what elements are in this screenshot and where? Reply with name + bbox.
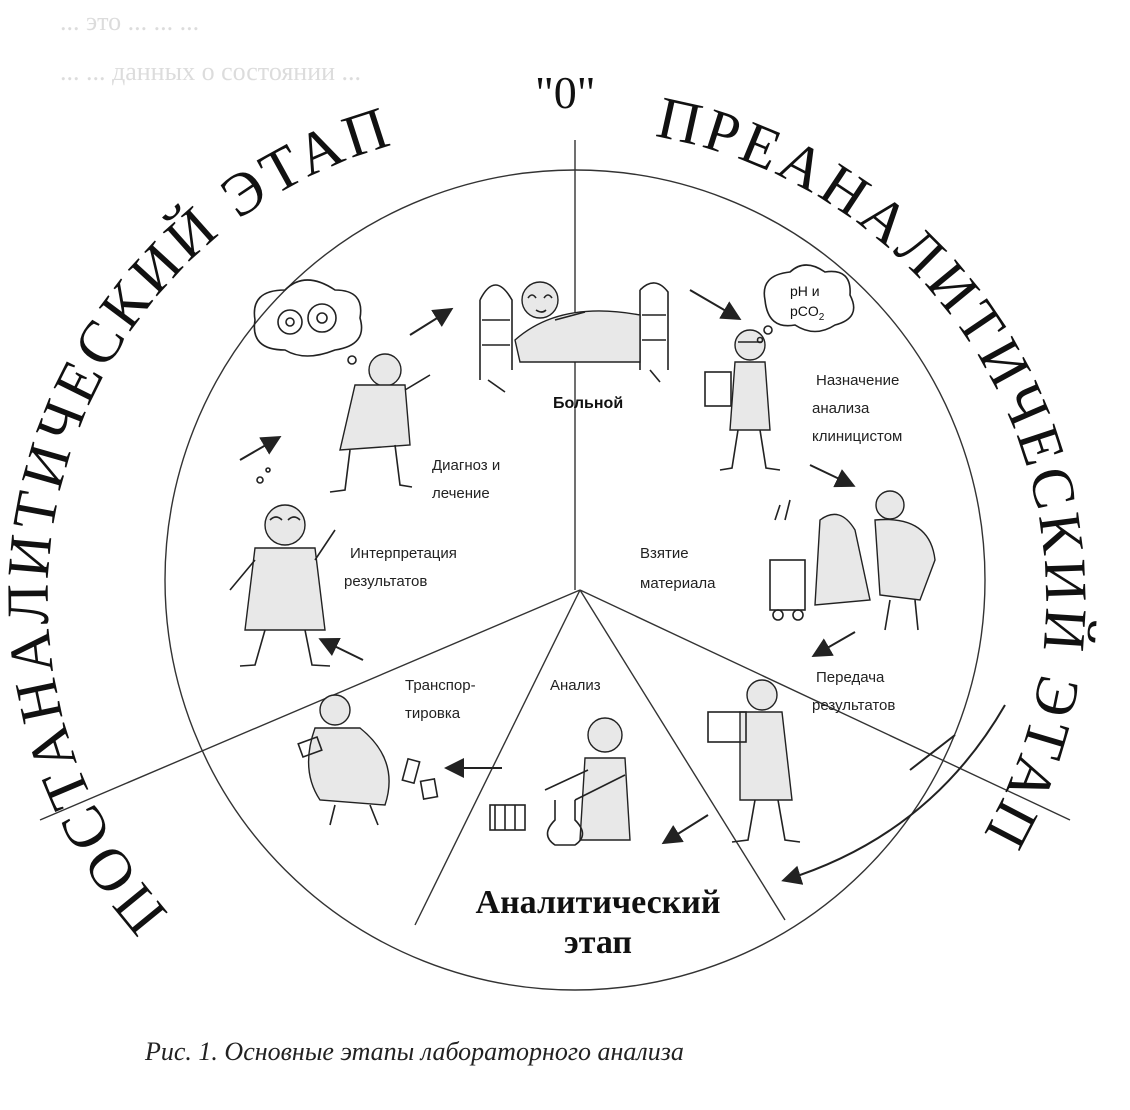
transport-illustration bbox=[297, 694, 439, 826]
arrow-to-interpretation bbox=[318, 638, 364, 661]
arrow-to-diagnosis bbox=[239, 435, 282, 461]
arrow-to-sampling bbox=[809, 464, 856, 488]
interpretation-illustration bbox=[229, 467, 336, 667]
result-transfer-illustration bbox=[707, 679, 801, 843]
clinician-illustration bbox=[704, 329, 781, 471]
analytic-left-divider bbox=[414, 589, 581, 926]
transfer-label-line2: результатов bbox=[812, 697, 895, 714]
bubble-ph-text: pH и bbox=[790, 283, 820, 299]
analytic-stage-title-line2: этап bbox=[564, 924, 632, 961]
arrow-to-patient bbox=[409, 307, 454, 336]
arrow-preanalytic-to-analytic bbox=[781, 704, 1006, 885]
bleed-through-text: ... это ... ... ... ... ... данных о сос… bbox=[60, 7, 361, 86]
diagnosis-label-line2: лечение bbox=[432, 485, 490, 502]
analytic-right-divider bbox=[579, 589, 786, 921]
transport-label-line2: тировка bbox=[405, 705, 461, 722]
postanalytic-stage-label: ПОСТАНАЛИТИЧЕСКИЙ ЭТАП bbox=[0, 93, 400, 947]
arrow-stem-right bbox=[909, 734, 956, 771]
ghost-line-2: ... ... данных о состоянии ... bbox=[60, 57, 361, 86]
prescription-label-line2: анализа bbox=[812, 400, 870, 417]
sampling-illustration bbox=[769, 490, 936, 631]
zero-point-label: "0" bbox=[535, 67, 596, 118]
arrow-to-transfer bbox=[811, 631, 856, 657]
right-divider bbox=[579, 589, 1071, 821]
diagnosis-illustration bbox=[253, 279, 431, 493]
figure-caption: Рис. 1. Основные этапы лабораторного ана… bbox=[144, 1037, 684, 1066]
prescription-label-line3: клиницистом bbox=[812, 428, 902, 445]
lab-analysis-illustration bbox=[489, 717, 631, 846]
analysis-label: Анализ bbox=[550, 677, 601, 694]
interpretation-label-line2: результатов bbox=[344, 573, 427, 590]
prescription-label-line1: Назначение bbox=[816, 372, 899, 389]
transport-label-line1: Транспор- bbox=[405, 677, 476, 694]
bubble-pco-text: pCO2 bbox=[790, 303, 825, 323]
sampling-label-line2: материала bbox=[640, 575, 716, 592]
thought-bubble: pH и pCO2 bbox=[756, 264, 855, 344]
interpretation-label-line1: Интерпретация bbox=[350, 545, 457, 562]
diagnosis-label-line1: Диагноз и bbox=[432, 457, 500, 474]
transfer-label-line1: Передача bbox=[816, 669, 885, 686]
preanalytic-stage-label: ПРЕАНАЛИТИЧЕСКИЙ ЭТАП bbox=[651, 84, 1099, 862]
analytic-stage-title-line1: Аналитический bbox=[476, 884, 721, 921]
flow-arrows bbox=[239, 289, 1006, 885]
arrow-transfer-to-analysis bbox=[661, 814, 709, 845]
bubble-pco-sub: 2 bbox=[819, 312, 825, 323]
patient-label: Больной bbox=[553, 395, 623, 412]
left-divider bbox=[39, 589, 581, 821]
ghost-line-1: ... это ... ... ... bbox=[60, 7, 199, 36]
patient-illustration bbox=[479, 281, 669, 393]
arrow-patient-to-clinician bbox=[689, 289, 742, 321]
sampling-label-line1: Взятие bbox=[640, 545, 689, 562]
bubble-pco-main: pCO bbox=[790, 303, 819, 319]
